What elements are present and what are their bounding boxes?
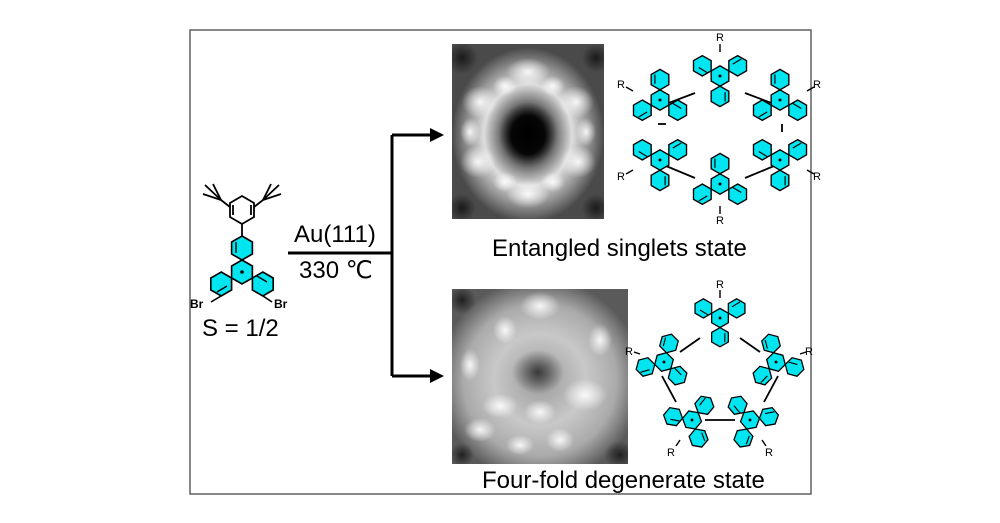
r-group-label: R xyxy=(716,32,724,44)
arrow-head-top xyxy=(430,128,444,142)
r-group-label: R xyxy=(805,346,813,358)
hexamer-structure: R R R R R R xyxy=(617,32,821,227)
figure-frame xyxy=(189,29,812,495)
r-group-label: R xyxy=(716,215,724,227)
temperature-label: 330 ℃ xyxy=(299,257,373,284)
bromine-label-right: Br xyxy=(274,297,288,311)
r-group-label: R xyxy=(716,279,724,291)
r-group-label: R xyxy=(813,79,821,91)
hexamer-caption: Entangled singlets state xyxy=(492,235,747,262)
r-group-label: R xyxy=(617,79,625,91)
pentamer-caption: Four-fold degenerate state xyxy=(482,467,765,494)
substrate-label: Au(111) xyxy=(294,221,376,248)
arrow-head-bottom xyxy=(430,369,444,383)
pentamer-structure: R R R R R xyxy=(625,279,813,459)
monomer-structure: Br Br xyxy=(190,183,288,311)
r-group-label: R xyxy=(765,447,773,459)
r-group-label: R xyxy=(667,447,675,459)
stm-image-pentamer xyxy=(452,289,628,464)
stm-image-hexamer xyxy=(452,44,604,219)
r-group-label: R xyxy=(625,346,633,358)
bromine-label-left: Br xyxy=(190,297,204,311)
spin-label: S = 1/2 xyxy=(202,315,279,342)
reaction-arrow xyxy=(288,133,432,378)
r-group-label: R xyxy=(617,171,625,183)
r-group-label: R xyxy=(813,171,821,183)
